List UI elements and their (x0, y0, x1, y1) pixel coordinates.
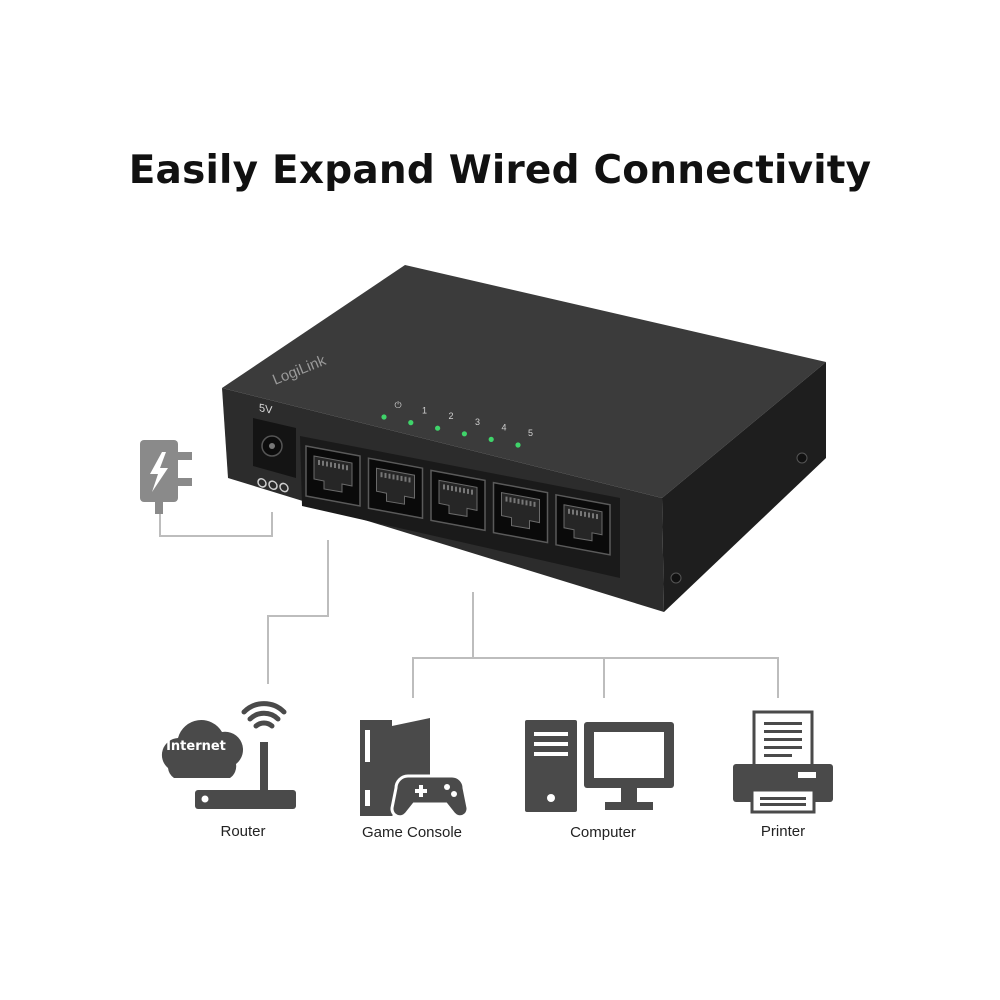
led-label: 2 (448, 411, 453, 421)
status-led (515, 442, 521, 448)
branch-line (412, 657, 779, 698)
led-label: ⏻ (394, 400, 401, 410)
game-console-icon (360, 718, 470, 819)
status-led (381, 414, 387, 420)
status-led (461, 431, 467, 437)
switch-side (662, 362, 826, 612)
screw-icon (670, 572, 682, 584)
connector-lines (159, 500, 779, 698)
led-label: 4 (501, 422, 506, 432)
printer-icon (733, 710, 833, 814)
ethernet-port (492, 481, 549, 544)
led-label: 3 (475, 417, 480, 427)
ethernet-port (555, 493, 611, 556)
led-label: 1 (422, 406, 427, 416)
ethernet-port (430, 469, 486, 532)
power-jack (253, 418, 296, 493)
power-label: 5V (259, 402, 273, 417)
printer-label: Printer (760, 823, 806, 840)
status-led (408, 420, 414, 426)
screw-icon (796, 452, 808, 464)
power-adapter-icon (140, 440, 192, 514)
game-console-label: Game Console (361, 824, 463, 841)
internet-cloud-text: Internet (166, 739, 226, 754)
ethernet-ports (305, 445, 611, 556)
network-switch: ⏻ 1 2 3 4 5 (222, 265, 826, 612)
router-label: Router (220, 823, 266, 840)
router-line (267, 540, 329, 684)
wifi-icon (241, 701, 287, 729)
power-line (159, 500, 273, 537)
computer-icon (525, 720, 674, 812)
status-led (435, 425, 441, 431)
led-label: 5 (528, 428, 533, 438)
switch-top (222, 265, 826, 498)
computer-label: Computer (570, 824, 636, 841)
router-icon: Internet (161, 701, 296, 809)
ethernet-port (367, 457, 424, 520)
ethernet-port (305, 445, 361, 507)
page-title: Easily Expand Wired Connectivity (128, 148, 872, 193)
led-row: ⏻ 1 2 3 4 5 (381, 400, 533, 448)
status-led (488, 436, 494, 442)
